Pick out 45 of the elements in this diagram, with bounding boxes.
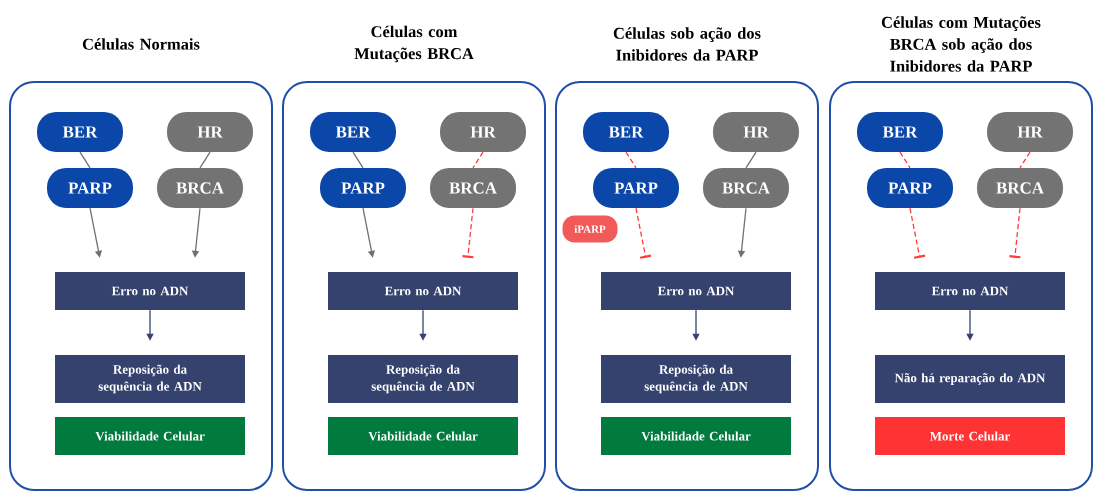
node-label: Células com Mutações BRCA sob ação dos Inibidores da PARP [881,16,1041,72]
process-box: Erro no ADN [875,272,1065,310]
process-box: Erro no ADN [601,272,791,310]
pill-label: HR [440,112,526,152]
node-label: Células Normais [82,38,200,50]
pill-label: BRCA [703,168,789,208]
process-box: Reposição da sequência de ADN [55,355,245,403]
pill-label: HR [167,112,253,152]
node-label: Células com Mutações BRCA [354,25,474,63]
connector-line [625,151,637,169]
inhibition-line [462,207,474,259]
node-label: Células sob ação dos Inibidores da PARP [613,27,761,61]
pill-label: BER [37,112,123,152]
pill-label: PARP [593,168,679,208]
process-box: Morte Celular [875,417,1065,455]
pill-label: HR [987,112,1073,152]
connector-line [79,151,91,169]
pill-label: PARP [320,168,406,208]
connector-line [352,151,364,169]
process-box: Viabilidade Celular [601,417,791,455]
pill-label: BRCA [977,168,1063,208]
process-box: Reposição da sequência de ADN [328,355,518,403]
pill-label: PARP [867,168,953,208]
pill-label: BRCA [157,168,243,208]
pill-label: BRCA [430,168,516,208]
inhibition-line [1009,207,1021,259]
process-box: Não há reparação do ADN [875,355,1065,403]
process-box: Viabilidade Celular [55,417,245,455]
connector-line [1019,151,1031,169]
process-box: Viabilidade Celular [328,417,518,455]
process-box: Erro no ADN [55,272,245,310]
process-box: Reposição da sequência de ADN [601,355,791,403]
pill-label: iPARP [562,215,618,243]
pill-label: BER [857,112,943,152]
connector-line [199,151,211,169]
pill-label: BER [583,112,669,152]
connector-line [472,151,484,169]
connector-line [899,151,911,169]
pill-label: HR [713,112,799,152]
pill-label: PARP [47,168,133,208]
pill-label: BER [310,112,396,152]
inhibition-line [909,207,926,259]
connector-line [745,151,757,169]
process-box: Erro no ADN [328,272,518,310]
inhibition-line [635,207,652,259]
